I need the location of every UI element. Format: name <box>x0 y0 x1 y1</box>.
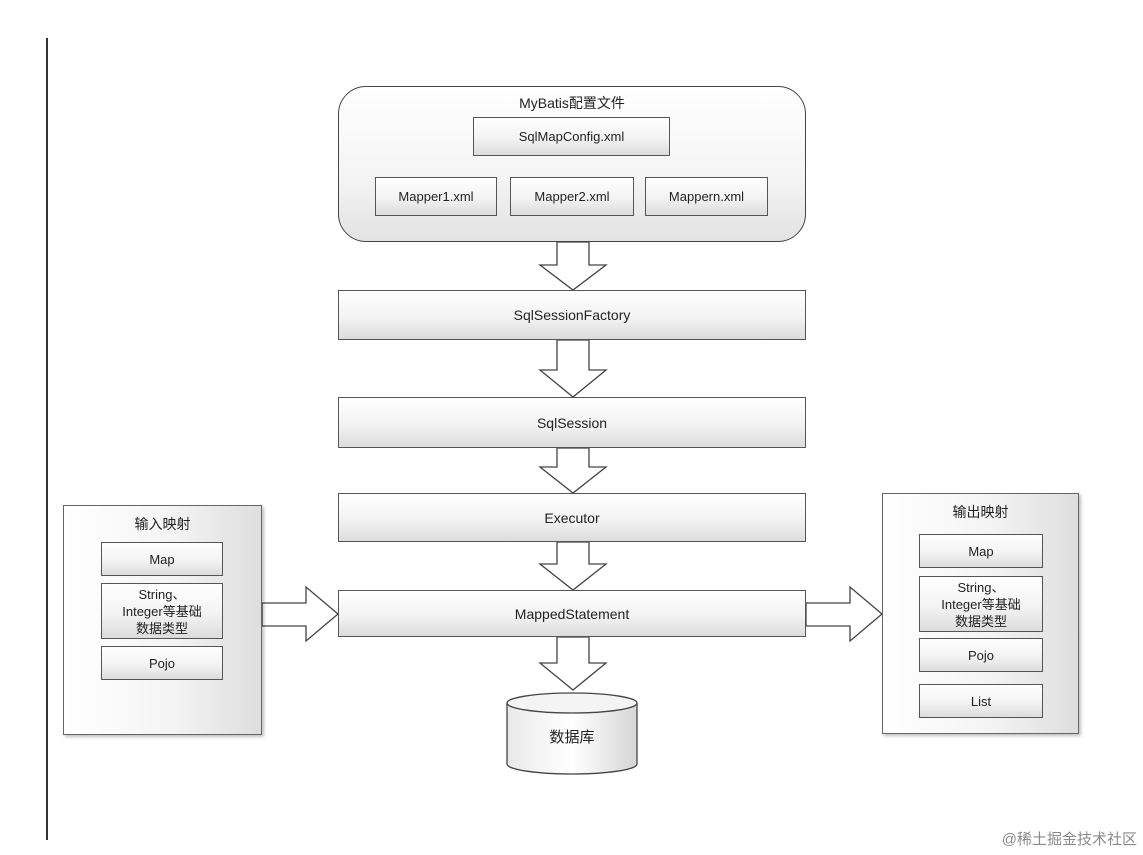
mybatis-config-container: MyBatis配置文件 <box>338 86 806 242</box>
input-basic-types-box: String、 Integer等基础 数据类型 <box>101 583 223 639</box>
sqlsessionfactory-box: SqlSessionFactory <box>338 290 806 340</box>
arrow-executor-to-mapped <box>538 541 608 591</box>
arrow-input-to-mapped <box>261 585 340 643</box>
mapper2-box: Mapper2.xml <box>510 177 634 216</box>
arrow-config-to-factory <box>538 241 608 291</box>
mappedstatement-box: MappedStatement <box>338 590 806 637</box>
output-map-box: Map <box>919 534 1043 568</box>
config-title: MyBatis配置文件 <box>519 95 625 111</box>
executor-box: Executor <box>338 493 806 542</box>
output-list-box: List <box>919 684 1043 718</box>
arrow-mapped-to-database <box>538 636 608 691</box>
arrow-session-to-executor <box>538 447 608 494</box>
watermark: @稀土掘金技术社区 <box>1001 831 1137 848</box>
arrow-mapped-to-output <box>805 585 884 643</box>
output-basic-types-box: String、 Integer等基础 数据类型 <box>919 576 1043 632</box>
input-pojo-box: Pojo <box>101 646 223 680</box>
database-cylinder <box>506 692 638 775</box>
input-map-box: Map <box>101 542 223 576</box>
arrow-factory-to-session <box>538 339 608 398</box>
sqlsession-box: SqlSession <box>338 397 806 448</box>
output-pojo-box: Pojo <box>919 638 1043 672</box>
input-mapping-title: 输入映射 <box>134 516 191 532</box>
mappern-box: Mappern.xml <box>645 177 768 216</box>
left-vertical-line <box>46 38 48 840</box>
output-mapping-title: 输出映射 <box>952 504 1009 520</box>
mapper1-box: Mapper1.xml <box>375 177 497 216</box>
sqlmapconfig-box: SqlMapConfig.xml <box>473 117 670 156</box>
database-label: 数据库 <box>549 729 595 746</box>
